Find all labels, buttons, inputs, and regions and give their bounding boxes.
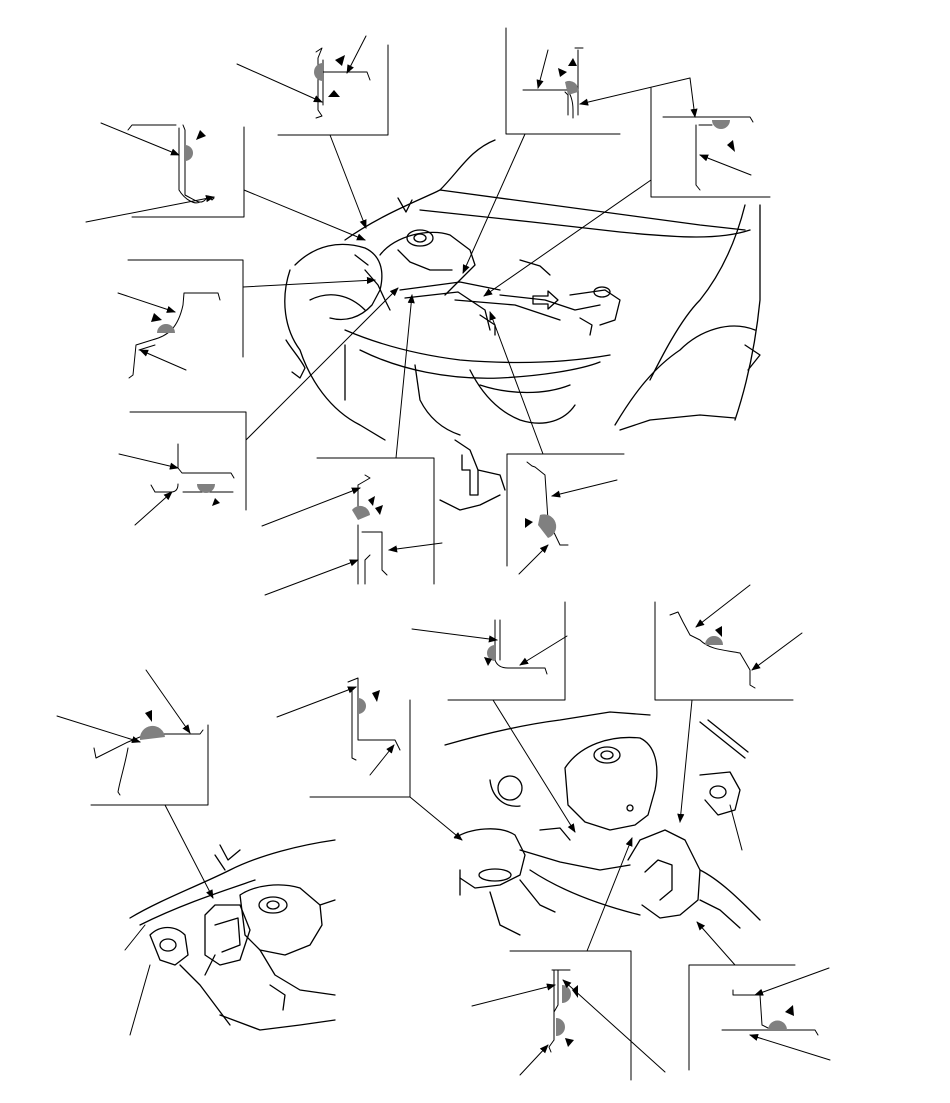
leader-arrow-icon: [749, 1033, 831, 1061]
leader-arrow-icon: [492, 699, 576, 833]
leader-arrow-icon: [117, 292, 176, 313]
detail-callout-4: [483, 87, 771, 297]
leader-arrow-icon: [409, 796, 463, 841]
weld-spot-icon: [352, 505, 370, 520]
leader-arrow-icon: [695, 584, 751, 628]
weld-direction-marker-icon: [151, 313, 162, 322]
leader-arrow-icon: [395, 294, 415, 459]
weld-spot-icon: [314, 63, 323, 81]
leader-arrow-icon: [164, 804, 214, 899]
weld-direction-marker-icon: [558, 68, 567, 77]
detail-callout-1: [85, 122, 366, 241]
leader-arrow-icon: [85, 195, 215, 223]
leader-arrow-icon: [388, 542, 443, 553]
detail-callout-7: [261, 294, 443, 596]
weld-spot-icon: [565, 80, 579, 95]
weld-direction-marker-icon: [525, 518, 533, 528]
weld-spot-icon: [139, 725, 165, 740]
weld-direction-marker-icon: [212, 498, 220, 506]
detail-callout-13: [471, 837, 666, 1081]
detail-callout-12: [276, 677, 463, 841]
leader-arrow-icon: [245, 287, 399, 441]
direction-arrow-icon: [532, 290, 559, 310]
leader-arrow-icon: [264, 559, 359, 596]
leader-arrow-icon: [519, 1044, 549, 1076]
lower-left-assembly: [129, 839, 336, 1031]
weld-spot-icon: [185, 145, 193, 161]
detail-callout-11: [56, 669, 214, 899]
weld-direction-marker-icon: [372, 690, 380, 702]
weld-direction-marker-icon: [785, 1005, 794, 1016]
leader-arrow-icon: [329, 134, 367, 229]
upper-body-assembly: [284, 139, 761, 511]
lower-right-assembly: [444, 711, 761, 936]
weld-direction-marker-icon: [145, 710, 152, 722]
weld-direction-marker-icon: [368, 496, 375, 506]
leader-arrow-icon: [346, 35, 367, 74]
leader-arrow-icon: [462, 133, 526, 274]
leader-arrow-icon: [699, 154, 752, 176]
leader-arrow-icon: [579, 77, 691, 106]
weld-spot-icon: [487, 645, 495, 661]
leader-arrow-icon: [242, 276, 376, 288]
weld-spot-icon: [556, 1018, 565, 1036]
detail-callout-10: [654, 584, 803, 823]
weld-spot-icon: [712, 120, 730, 129]
leader-arrow-icon: [518, 544, 549, 575]
leader-arrow-icon: [519, 635, 568, 666]
weld-spot-icon: [705, 636, 723, 645]
leader-arrow-icon: [562, 979, 666, 1073]
leader-arrow-icon: [261, 487, 361, 527]
leader-arrow-icon: [471, 983, 556, 1007]
detail-callout-5: [117, 259, 376, 379]
weld-spot-icon: [157, 324, 175, 333]
leader-arrow-icon: [696, 921, 736, 966]
assembly-leaders: [124, 804, 743, 1036]
leader-arrow-icon: [677, 699, 693, 823]
weld-spot-icon: [768, 1020, 787, 1030]
leader-arrow-icon: [411, 628, 498, 643]
leader-arrow-icon: [369, 744, 395, 776]
leader-arrow-icon: [236, 63, 323, 103]
leader-arrow-icon: [276, 686, 357, 718]
leader-arrow-icon: [489, 311, 544, 455]
leader-arrow-icon: [586, 837, 633, 952]
leader-arrow-icon: [118, 453, 179, 470]
detail-callout-14: [688, 921, 831, 1071]
weld-direction-marker-icon: [727, 140, 735, 152]
weld-direction-marker-icon: [484, 657, 492, 666]
detail-callout-8: [489, 311, 625, 575]
leader-arrow-icon: [754, 967, 830, 996]
leader-arrow-icon: [483, 179, 652, 297]
detail-callout-9: [411, 601, 576, 833]
leader-arrow-icon: [145, 669, 191, 734]
detail-callout-3: [462, 27, 698, 274]
weld-spot-icon: [538, 514, 557, 538]
leader-arrow-icon: [243, 189, 366, 241]
leader-arrow-icon: [134, 491, 173, 526]
weld-direction-marker-icon: [572, 985, 578, 998]
detail-callout-2: [236, 35, 389, 229]
weld-spot-icon: [197, 484, 215, 493]
leader-arrow-icon: [551, 479, 618, 498]
weld-direction-marker-icon: [196, 130, 206, 140]
leader-arrow-icon: [751, 632, 803, 671]
leader-arrow-icon: [139, 349, 187, 371]
weld-spot-icon: [358, 698, 366, 714]
weld-direction-marker-icon: [715, 626, 722, 637]
leader-arrow-icon: [689, 77, 698, 118]
weld-spot-icon: [562, 985, 571, 1003]
leader-arrow-icon: [100, 122, 180, 156]
leader-arrow-icon: [56, 715, 141, 744]
weld-direction-marker-icon: [335, 55, 345, 66]
leader-arrow-icon: [536, 49, 549, 89]
detail-callout-6: [118, 287, 399, 526]
